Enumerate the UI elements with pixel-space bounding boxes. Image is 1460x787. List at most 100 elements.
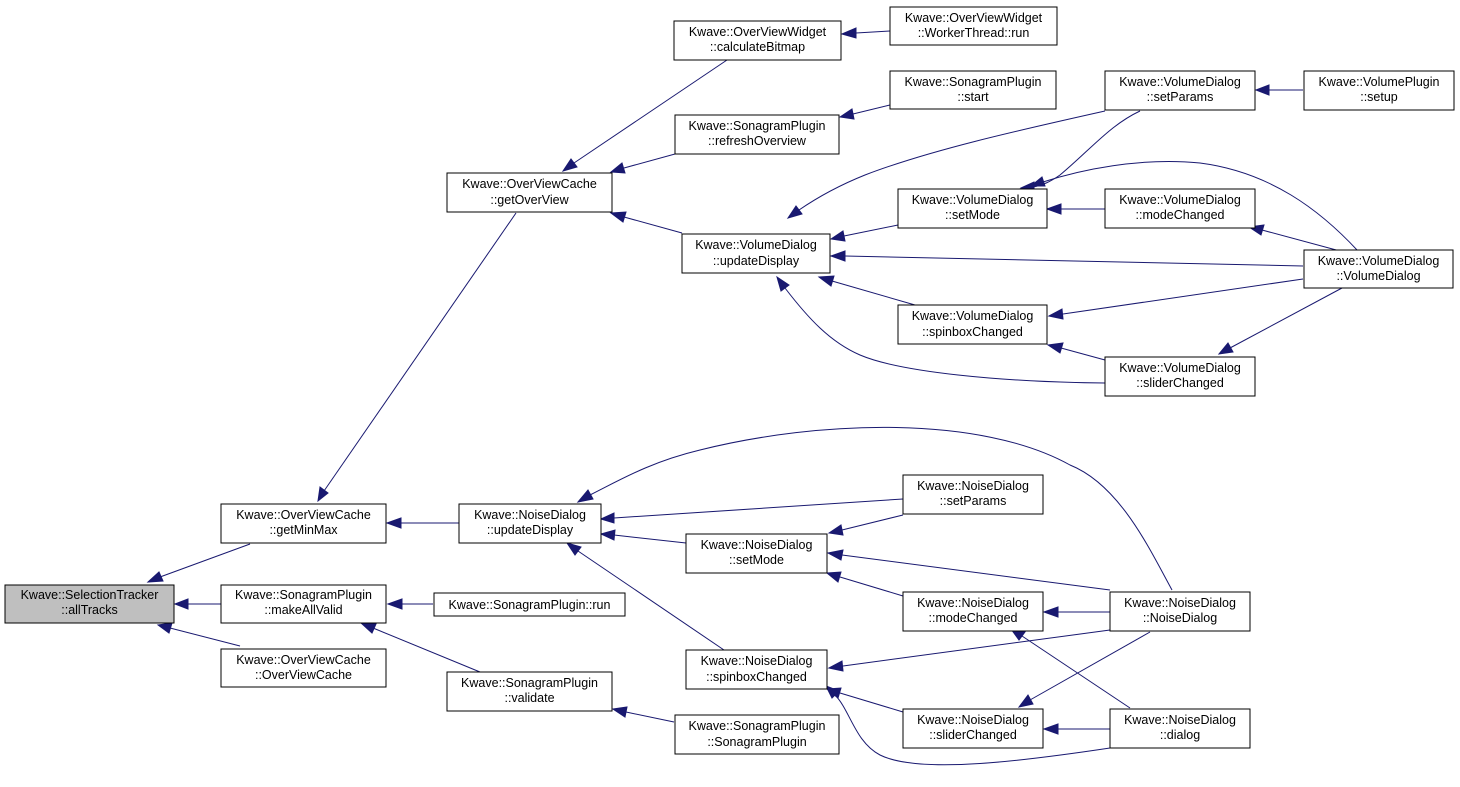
edge-noiseModeChanged-to-noiseSetMode [825, 571, 904, 597]
node-overview-cache-ctor[interactable]: Kwave::OverViewCache ::OverViewCache [220, 648, 387, 688]
node-noise-dialog-slider-changed[interactable]: Kwave::NoiseDialog ::sliderChanged [902, 708, 1044, 749]
node-label-line-2: ::validate [504, 691, 554, 705]
node-volume-dialog-update-display[interactable]: Kwave::VolumeDialog ::updateDisplay [681, 233, 831, 274]
edge-noiseCtor-to-noiseUpdateDisplay [576, 426, 1173, 591]
node-selection-tracker-all-tracks[interactable]: Kwave::SelectionTracker ::allTracks [4, 584, 175, 624]
edge-noiseSpinbox-to-noiseUpdateDisplay [565, 542, 725, 651]
node-label-line-1: Kwave::OverViewCache [236, 508, 371, 522]
node-noise-dialog-set-mode[interactable]: Kwave::NoiseDialog ::setMode [685, 533, 828, 574]
edge-volSlider-to-volUpdateDisplay [776, 275, 1106, 384]
node-label-line-2: ::spinboxChanged [922, 325, 1023, 339]
node-noise-dialog-set-params[interactable]: Kwave::NoiseDialog ::setParams [902, 474, 1044, 515]
node-label-line-2: ::setup [1360, 90, 1398, 104]
node-label-line-1: Kwave::VolumeDialog [1119, 193, 1241, 207]
node-sonagram-plugin-validate[interactable]: Kwave::SonagramPlugin ::validate [446, 671, 613, 712]
node-label-line-1: Kwave::SonagramPlugin [905, 75, 1042, 89]
node-label-line-2: ::setMode [729, 553, 784, 567]
node-sonagram-plugin-run[interactable]: Kwave::SonagramPlugin::run [433, 592, 626, 617]
edge-noiseDialog-to-noiseSpinbox [824, 685, 1111, 766]
node-label-line-2: ::getOverView [490, 193, 569, 207]
edge-volSetParams-to-volUpdateDisplay [786, 110, 1106, 219]
edge-sonRun-to-makeAllValid [386, 598, 433, 610]
node-label-line-1: Kwave::VolumePlugin [1319, 75, 1440, 89]
node-noise-dialog-update-display[interactable]: Kwave::NoiseDialog ::updateDisplay [458, 503, 602, 544]
node-label-line-1: Kwave::NoiseDialog [917, 479, 1029, 493]
edges [146, 27, 1359, 766]
node-label-line-1: Kwave::VolumeDialog [1119, 75, 1241, 89]
edge-noiseCtor-to-noiseSetMode [826, 549, 1111, 591]
node-label-line-1: Kwave::VolumeDialog [912, 193, 1034, 207]
node-label-line-1: Kwave::SonagramPlugin [689, 719, 826, 733]
node-label-line-2: ::NoiseDialog [1143, 611, 1217, 625]
edge-noiseDialog-to-noiseSlider [1042, 723, 1110, 735]
node-noise-dialog-mode-changed[interactable]: Kwave::NoiseDialog ::modeChanged [902, 591, 1044, 632]
node-volume-plugin-setup[interactable]: Kwave::VolumePlugin ::setup [1303, 70, 1455, 111]
edge-volSlider-to-volSpinbox [1046, 342, 1106, 361]
node-label-line-1: Kwave::NoiseDialog [1124, 596, 1236, 610]
node-label-line-2: ::WorkerThread::run [918, 26, 1030, 40]
node-label-line-1: Kwave::OverViewCache [236, 653, 371, 667]
node-sonagram-plugin-refresh-overview[interactable]: Kwave::SonagramPlugin ::refreshOverview [674, 114, 840, 155]
node-label-line-2: ::OverViewCache [255, 668, 352, 682]
node-label-line-2: ::getMinMax [269, 523, 338, 537]
node-label-line-2: ::modeChanged [1136, 208, 1225, 222]
node-label-line-1: Kwave::NoiseDialog [1124, 713, 1236, 727]
edge-noiseCtor-to-noiseSlider [1017, 631, 1151, 708]
node-label-line-2: ::refreshOverview [708, 134, 807, 148]
node-volume-dialog-set-params[interactable]: Kwave::VolumeDialog ::setParams [1104, 70, 1256, 111]
edge-sonStart-to-refreshOverview [838, 104, 891, 120]
node-volume-dialog-mode-changed[interactable]: Kwave::VolumeDialog ::modeChanged [1104, 188, 1256, 229]
edge-makeAllValid-to-allTracks [173, 598, 221, 610]
node-sonagram-plugin-ctor[interactable]: Kwave::SonagramPlugin ::SonagramPlugin [674, 714, 840, 755]
node-label-line-2: ::setParams [940, 494, 1007, 508]
edge-volModeChanged-to-volSetMode [1045, 203, 1105, 215]
edge-volCtor-to-volSlider [1217, 287, 1343, 355]
node-label-line-1: Kwave::OverViewWidget [689, 25, 827, 39]
node-label-line-2: ::sliderChanged [1136, 376, 1224, 390]
edge-noiseCtor-to-noiseSpinbox [827, 629, 1111, 672]
edge-noiseSetParams-to-noiseUpdateDisplay [599, 498, 904, 524]
node-label-line-2: ::updateDisplay [487, 523, 574, 537]
edge-refreshOverview-to-getOverView [609, 153, 676, 174]
node-label-line-1: Kwave::NoiseDialog [917, 596, 1029, 610]
edge-volSpinbox-to-volUpdateDisplay [817, 275, 916, 306]
node-volume-dialog-spinbox-changed[interactable]: Kwave::VolumeDialog ::spinboxChanged [897, 304, 1048, 345]
edge-volSetMode-to-volUpdateDisplay [829, 224, 899, 242]
edge-noiseCtor-to-noiseModeChanged [1042, 606, 1110, 618]
node-label-line-2: ::SonagramPlugin [707, 735, 806, 749]
edge-volCtor-to-volSetMode [1029, 161, 1359, 252]
node-label-line-2: ::updateDisplay [713, 254, 800, 268]
node-overview-widget-worker-thread-run[interactable]: Kwave::OverViewWidget ::WorkerThread::ru… [889, 6, 1058, 46]
node-overview-cache-get-overview[interactable]: Kwave::OverViewCache ::getOverView [446, 172, 613, 213]
node-label-line-2: ::makeAllValid [264, 603, 342, 617]
node-label-line-1: Kwave::OverViewCache [462, 177, 597, 191]
edge-getMinMax-to-allTracks [146, 543, 251, 583]
node-sonagram-plugin-start[interactable]: Kwave::SonagramPlugin ::start [889, 70, 1057, 110]
node-label-line-1: Kwave::SonagramPlugin [461, 676, 598, 690]
edge-volUpdateDisplay-to-getOverView [609, 211, 683, 234]
node-volume-dialog-ctor[interactable]: Kwave::VolumeDialog ::VolumeDialog [1303, 249, 1454, 289]
node-sonagram-plugin-make-all-valid[interactable]: Kwave::SonagramPlugin ::makeAllValid [220, 584, 387, 624]
edge-volCtor-to-volModeChanged [1247, 224, 1341, 252]
node-label-line-1: Kwave::NoiseDialog [474, 508, 586, 522]
node-overview-widget-calculate-bitmap[interactable]: Kwave::OverViewWidget ::calculateBitmap [673, 20, 842, 61]
node-label-line-2: ::dialog [1160, 728, 1200, 742]
node-label-line-2: ::calculateBitmap [710, 40, 805, 54]
node-label-line-1: Kwave::NoiseDialog [701, 654, 813, 668]
edge-getOverView-to-getMinMax [317, 212, 517, 503]
edge-volCtor-to-volUpdateDisplay [829, 250, 1304, 267]
nodes: Kwave::SelectionTracker ::allTracks Kwav… [4, 6, 1455, 755]
node-overview-cache-get-min-max[interactable]: Kwave::OverViewCache ::getMinMax [220, 503, 387, 544]
node-volume-dialog-set-mode[interactable]: Kwave::VolumeDialog ::setMode [897, 188, 1048, 229]
node-label-line-1: Kwave::SonagramPlugin::run [449, 598, 611, 612]
node-label-line-2: ::VolumeDialog [1336, 269, 1420, 283]
node-noise-dialog-ctor[interactable]: Kwave::NoiseDialog ::NoiseDialog [1109, 591, 1251, 632]
node-volume-dialog-slider-changed[interactable]: Kwave::VolumeDialog ::sliderChanged [1104, 356, 1256, 397]
edge-volSetup-to-volSetParams [1254, 84, 1303, 96]
node-label-line-2: ::setMode [945, 208, 1000, 222]
node-label-line-2: ::setParams [1147, 90, 1214, 104]
node-label-line-1: Kwave::SonagramPlugin [689, 119, 826, 133]
node-noise-dialog-spinbox-changed[interactable]: Kwave::NoiseDialog ::spinboxChanged [685, 649, 828, 690]
node-noise-dialog-dialog[interactable]: Kwave::NoiseDialog ::dialog [1109, 708, 1251, 749]
node-label-line-2: ::start [957, 90, 989, 104]
